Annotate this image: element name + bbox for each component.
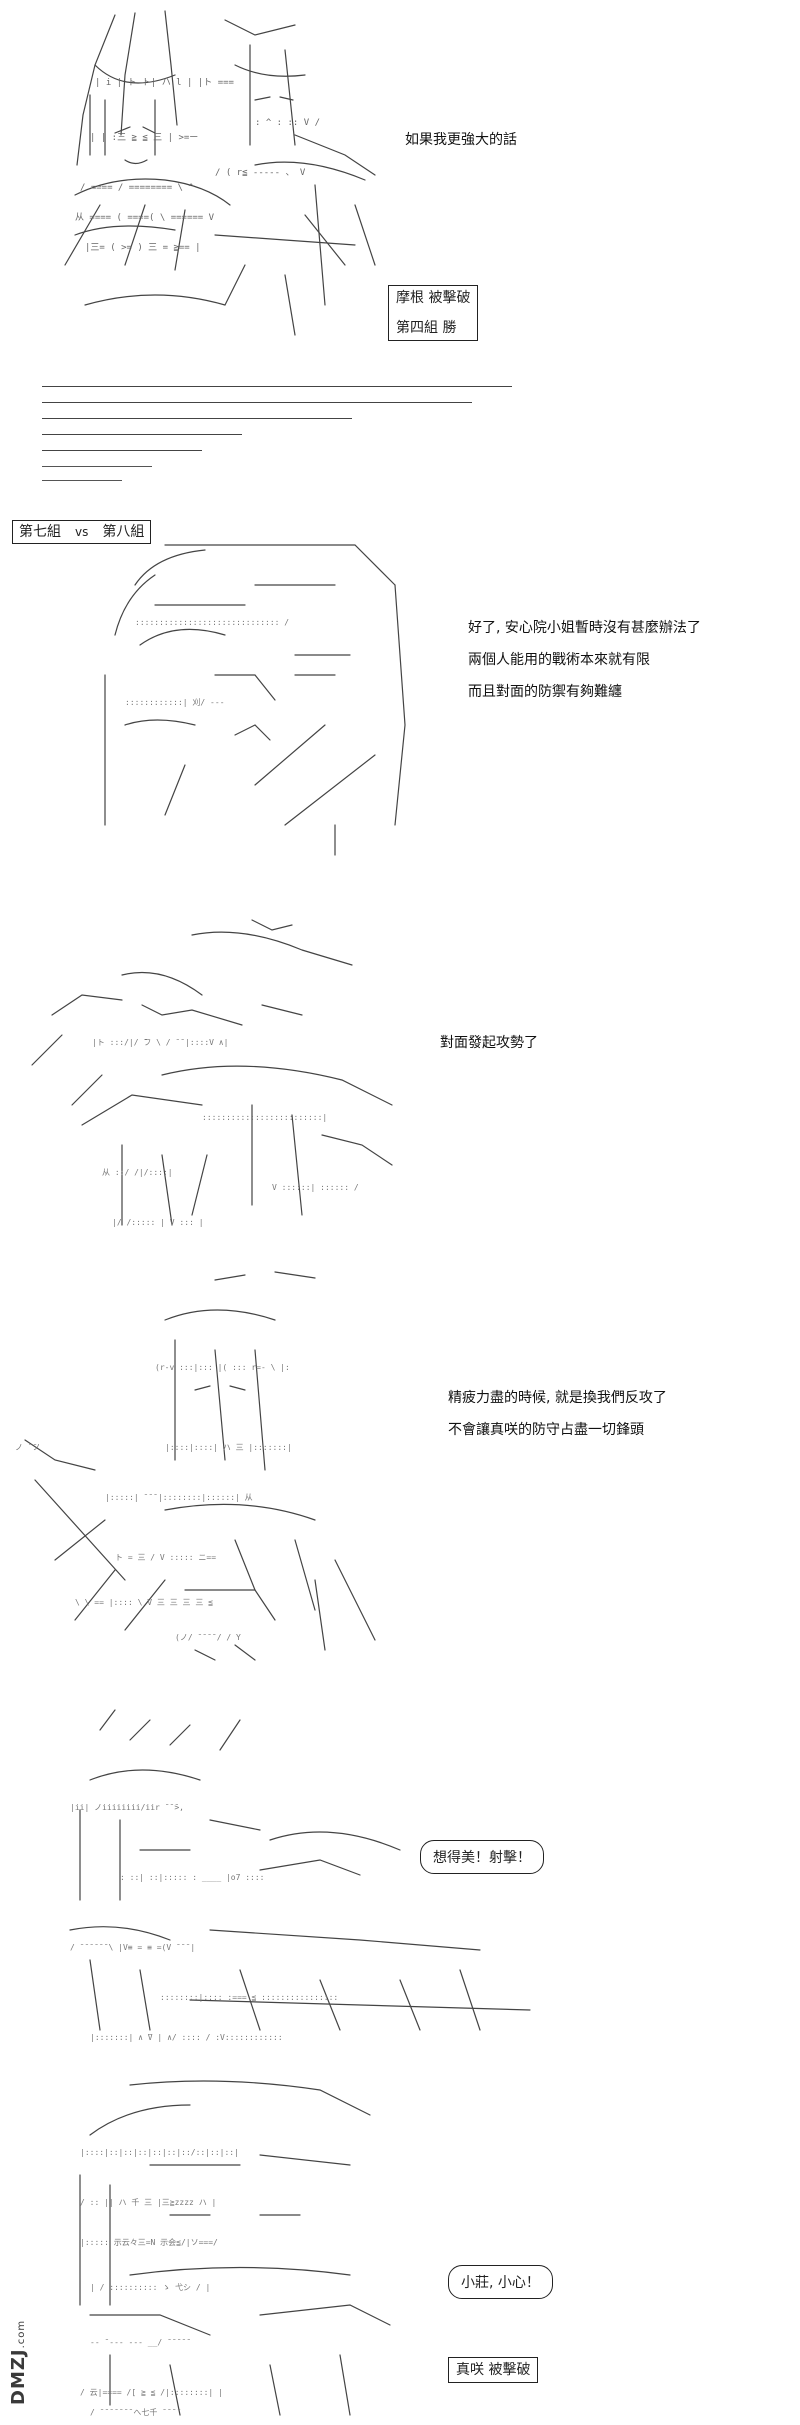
vs-label: vs (75, 525, 89, 539)
result-box-panel-1: 摩根 被擊破 第四組 勝 (388, 285, 479, 341)
panel-4-text: 精疲力盡的時候, 就是換我們反攻了 不會讓真咲的防守占盡一切鋒頭 (448, 1382, 667, 1446)
svg-text:|三= ( >= ) 三 = ≧== |: |三= ( >= ) 三 = ≧== | (85, 243, 201, 253)
svg-text:/ ̄ ̄ ̄ ̄ ̄ ̄ \ |V≡ = ≡ =(V: / ̄ ̄ ̄ ̄ ̄ ̄ \ |V≡ = ≡ =(V ̄ ̄ ̄ | (70, 1943, 195, 1952)
panel-2: :::::::::::::::::::::::::::::: / :::::::… (0, 520, 800, 880)
svg-text:::::::::::::| 刈/ ---: ::::::::::::| 刈/ --- |::::::::::::/ /\ |… (125, 697, 225, 707)
svg-text:::::::::::::::::::::::::::::::: :::::::::::::::::::::::::::::: / (135, 618, 289, 627)
ascii-art-large-figure: :::::::::::::::::::::::::::::: / :::::::… (95, 525, 425, 870)
svg-text:V ::::::| :::::: /: V ::::::| :::::: / (272, 1183, 359, 1192)
svg-text:(r-v :::|::: |( ::: r=- \ |:: (r-v :::|::: |( ::: r=- \ |: (155, 1363, 290, 1372)
ascii-art-two-figures: | i | ト ト| ハ l | |ト === | | :三 ≧ ≦ 三 | >… (55, 5, 385, 355)
svg-text:ノ ̄ ̄ノ: ノ ̄ ̄ノ (15, 1443, 41, 1452)
svg-text:| | :三 ≧ ≦ 三 | >=ー: | | :三 ≧ ≦ 三 | >=ー (90, 133, 198, 143)
svg-text:: ::| ::|::::: : ____ |o7: : ::| ::|::::: : ____ |o7 :::: (120, 1873, 265, 1882)
svg-text:::::::::|:::: :=== ≦ :::::::::: ::::::::|:::: :=== ≦ :::::::::::::::: (160, 1993, 338, 2002)
dialogue-line: 而且對面的防禦有夠難纏 (468, 684, 622, 700)
svg-text:/ 云|==== /[ ≧ ≦ /|::::::::| |: / 云|==== /[ ≧ ≦ /|::::::::| | (80, 2388, 223, 2397)
svg-text:\ \ == |:::: \ V 三 三 三 三 ≦: \ \ == |:::: \ V 三 三 三 三 ≦ (75, 1598, 213, 1607)
ascii-art-drawing: |ii| ノiiiiiiii/iir ̄ ̄ ̄>, : ::| ::|::::… (69, 1709, 531, 2042)
rule (42, 450, 202, 451)
watermark-logo-text: DMZJ.com (8, 2320, 29, 2405)
svg-text:|ト :::/|/ ̄フ \ / ̄ ̄ |::::V ∧: |ト :::/|/ ̄フ \ / ̄ ̄ |::::V ∧| (92, 1038, 228, 1047)
result-line: 第四組 勝 (396, 320, 457, 336)
speech-bubble-panel-6: 小莊, 小心！ (448, 2265, 553, 2299)
rule (42, 386, 512, 387)
svg-text:|:::::::| ∧ ̄V | ∧/ :::: |:::::::| ∧ ̄V | ∧/ :::: / :V:::::::::::… (90, 2033, 283, 2042)
svg-text:| i | ト ト| ハ l | |ト ===: | i | ト ト| ハ l | |ト === (95, 78, 235, 88)
svg-text:/ :: || ハ 千 三 |三≧zzzz ハ |: / :: || ハ 千 三 |三≧zzzz ハ | (80, 2197, 216, 2207)
watermark-brand: DMZJ (8, 2348, 29, 2405)
panel-1-caption: 如果我更強大的話 (405, 132, 517, 148)
result-box-panel-6: 真咲 被擊破 (448, 2357, 539, 2383)
panel-2-text: 好了, 安心院小姐暫時沒有甚麼辦法了 兩個人能用的戰術本來就有限 而且對面的防禦… (468, 612, 701, 708)
ascii-art-drawing: |ト :::/|/ ̄フ \ / ̄ ̄ |::::V ∧| :::::::::… (31, 919, 393, 1227)
svg-text:从 ==== ( ====( \ ====== V: 从 ==== ( ====( \ ====== V (75, 212, 215, 223)
panel-6: |::::|::|::|::|::|::|::/::|::|::| / :: |… (0, 2075, 800, 2425)
match-header: 第七組 vs 第八組 (12, 520, 152, 544)
ascii-art-attack-scene: |ト :::/|/ ̄フ \ / ̄ ̄ |::::V ∧| :::::::::… (22, 905, 422, 1240)
team-left: 第七組 (19, 524, 61, 540)
svg-text:| / :::::::::: ゝ 弋シ / |: | / :::::::::: ゝ 弋シ / | (90, 2282, 210, 2292)
svg-text:|::::|::::| ハ 三 |:::::::|: |::::|::::| ハ 三 |:::::::| (165, 1443, 292, 1452)
dialogue-line: 精疲力盡的時候, 就是換我們反攻了 (448, 1390, 667, 1406)
svg-text:ト = 三 / V ::::: ニ==: ト = 三 / V ::::: ニ== (115, 1553, 216, 1562)
ascii-art-drawing: (r-v :::|::: |( ::: r=- \ |: |::::|::::|… (15, 1271, 376, 1661)
team-right: 第八組 (102, 524, 145, 540)
panel-5: |ii| ノiiiiiiii/iir ̄ ̄ ̄>, : ::| ::|::::… (0, 1700, 800, 2055)
rule (42, 402, 472, 403)
dialogue-line: 兩個人能用的戰術本來就有限 (468, 652, 650, 668)
rule (42, 466, 152, 467)
svg-text:|/ /::::: | V ::: |: |/ /::::: | V ::: | (112, 1218, 204, 1227)
result-line: 摩根 被擊破 (396, 290, 471, 306)
svg-text:|::::|::|::|::|::|::|::/::|::|: |::::|::|::|::|::|::|::/::|::|::| (80, 2148, 239, 2157)
ascii-art-drawing: :::::::::::::::::::::::::::::: / :::::::… (104, 544, 406, 856)
svg-text:|::::: 示云々三=N 示会≦/|ソ===/: |::::: 示云々三=N 示会≦/|ソ===/ (80, 2237, 218, 2247)
ascii-art-two-shooters: |ii| ノiiiiiiii/iir ̄ ̄ ̄>, : ::| ::|::::… (60, 1700, 560, 2050)
svg-text:/ ==== / ======== \ ^: / ==== / ======== \ ^ (80, 183, 194, 193)
svg-text:(ノ/ ̄ ̄ ̄ ̄ / / Y: (ノ/ ̄ ̄ ̄ ̄ / / Y (175, 1633, 241, 1642)
svg-text:-- ̄ --- --- __/ ̄ ̄ ̄ ̄ ̄: -- ̄ --- --- __/ ̄ ̄ ̄ ̄ ̄ (90, 2338, 190, 2347)
svg-text:从 ::/ /|/::::|: 从 ::/ /|/::::| (102, 1168, 173, 1177)
svg-text::::::::::::::::::::::::::|: :::::::::::::::::::::::::| (202, 1113, 327, 1122)
watermark-domain: .com (16, 2319, 27, 2349)
rule (42, 418, 352, 419)
panel-3: |ト :::/|/ ̄フ \ / ̄ ̄ |::::V ∧| :::::::::… (0, 905, 800, 1245)
ascii-art-two-figures-guarding: |::::|::|::|::|::|::|::/::|::|::| / :: |… (70, 2075, 420, 2420)
svg-text:/ ̄ ̄ ̄ ̄ ̄ ̄ ̄ へ七千 ̄ ̄ ̄ ̄: / ̄ ̄ ̄ ̄ ̄ ̄ ̄ へ七千 ̄ ̄ ̄ ̄ (90, 2407, 181, 2417)
ascii-art-drawing: |::::|::|::|::|::|::|::/::|::|::| / :: |… (79, 2080, 391, 2417)
svg-text:|:::::| ̄ ̄ ̄ |::::::::|::::::: |:::::| ̄ ̄ ̄ |::::::::|::::::| 从 (105, 1493, 253, 1502)
svg-text:/ ( r≦ ----- 、 V: / ( r≦ ----- 、 V (215, 168, 306, 178)
speech-bubble-panel-5: 想得美！射擊！ (420, 1840, 544, 1874)
dialogue-line: 好了, 安心院小姐暫時沒有甚麼辦法了 (468, 620, 701, 636)
ascii-art-counterattack: (r-v :::|::: |( ::: r=- \ |: |::::|::::|… (15, 1260, 445, 1675)
site-watermark: DMZJ.com (4, 2310, 34, 2410)
ascii-art-drawing: | i | ト ト| ハ l | |ト === | | :三 ≧ ≦ 三 | >… (64, 10, 376, 336)
panel-4: (r-v :::|::: |( ::: r=- \ |: |::::|::::|… (0, 1260, 800, 1680)
svg-text:|ii| ノiiiiiiii/iir ̄ ̄ ̄>,: |ii| ノiiiiiiii/iir ̄ ̄ ̄>, (70, 1803, 184, 1812)
panel-3-caption: 對面發起攻勢了 (440, 1035, 538, 1051)
rule (42, 434, 242, 435)
svg-text:: ^ : :: V /: : ^ : :: V / (255, 118, 320, 128)
dialogue-line: 不會讓真咲的防守占盡一切鋒頭 (448, 1422, 644, 1438)
panel-1: | i | ト ト| ハ l | |ト === | | :三 ≧ ≦ 三 | >… (0, 0, 800, 370)
rule (42, 480, 122, 481)
